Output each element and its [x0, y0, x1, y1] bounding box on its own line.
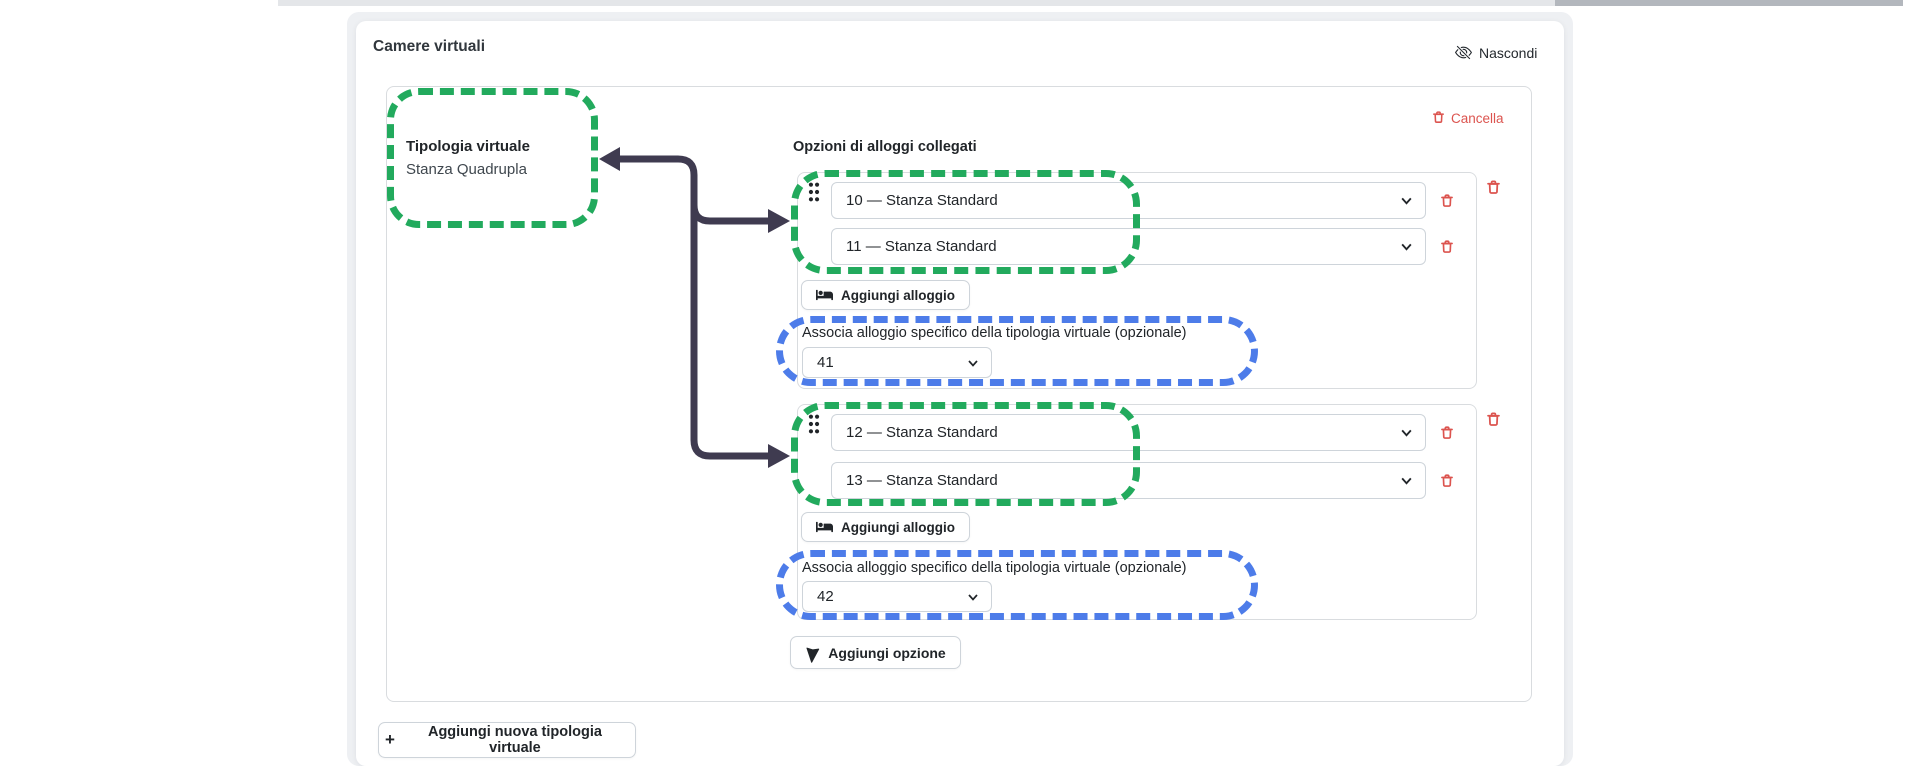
remove-lodging-button[interactable]: [1440, 473, 1454, 488]
remove-lodging-button[interactable]: [1440, 193, 1454, 208]
lodging-select-value: 11 — Stanza Standard: [846, 238, 997, 255]
delete-tipologia-button[interactable]: Cancella: [1432, 110, 1504, 127]
tipologia-title: Tipologia virtuale: [406, 138, 530, 155]
send-icon: [802, 642, 823, 663]
drag-handle-icon[interactable]: [806, 413, 822, 440]
hide-button[interactable]: Nascondi: [1455, 44, 1537, 61]
hide-button-label: Nascondi: [1479, 44, 1538, 61]
add-option-button[interactable]: Aggiungi opzione: [790, 636, 961, 669]
lodging-select-value: 10 — Stanza Standard: [846, 192, 998, 209]
add-lodging-label: Aggiungi alloggio: [841, 287, 955, 303]
remove-option-group-button[interactable]: [1486, 411, 1501, 427]
add-lodging-button[interactable]: Aggiungi alloggio: [801, 512, 970, 542]
lodging-select[interactable]: 13 — Stanza Standard: [831, 462, 1426, 499]
add-lodging-label: Aggiungi alloggio: [841, 519, 955, 535]
specific-lodging-select[interactable]: 41: [802, 347, 992, 378]
card-title: Camere virtuali: [373, 38, 485, 55]
chevron-down-icon: [1400, 474, 1413, 487]
specific-lodging-value: 41: [817, 354, 834, 371]
chevron-down-icon: [1400, 194, 1413, 207]
delete-tipologia-label: Cancella: [1451, 111, 1504, 126]
scrollbar-thumb[interactable]: [1555, 0, 1903, 6]
tipologia-value: Stanza Quadrupla: [406, 161, 527, 178]
bed-icon: [816, 288, 833, 302]
chevron-down-icon: [1400, 240, 1413, 253]
add-option-label: Aggiungi opzione: [828, 644, 946, 661]
horizontal-scrollbar[interactable]: [278, 0, 1903, 6]
remove-option-group-button[interactable]: [1486, 179, 1501, 195]
chevron-down-icon: [967, 357, 979, 369]
remove-lodging-button[interactable]: [1440, 425, 1454, 440]
associate-lodging-label: Associa alloggio specifico della tipolog…: [802, 560, 1187, 576]
specific-lodging-select[interactable]: 42: [802, 581, 992, 612]
add-new-tipologia-label: Aggiungi nuova tipologia virtuale: [427, 724, 602, 756]
add-lodging-button[interactable]: Aggiungi alloggio: [801, 280, 970, 310]
chevron-down-icon: [967, 591, 979, 603]
specific-lodging-value: 42: [817, 588, 834, 605]
lodging-select[interactable]: 11 — Stanza Standard: [831, 228, 1426, 265]
lodging-select[interactable]: 12 — Stanza Standard: [831, 414, 1426, 451]
plus-icon: +: [385, 730, 395, 749]
lodging-select-value: 12 — Stanza Standard: [846, 424, 998, 441]
lodging-select[interactable]: 10 — Stanza Standard: [831, 182, 1426, 219]
chevron-down-icon: [1400, 426, 1413, 439]
associate-lodging-label: Associa alloggio specifico della tipolog…: [802, 325, 1187, 341]
eye-slash-icon: [1455, 44, 1472, 61]
options-heading: Opzioni di alloggi collegati: [793, 139, 977, 155]
drag-handle-icon[interactable]: [806, 181, 822, 208]
remove-lodging-button[interactable]: [1440, 239, 1454, 254]
trash-icon: [1432, 110, 1445, 127]
lodging-select-value: 13 — Stanza Standard: [846, 472, 998, 489]
add-new-tipologia-button[interactable]: + Aggiungi nuova tipologia virtuale: [378, 722, 636, 758]
bed-icon: [816, 520, 833, 534]
